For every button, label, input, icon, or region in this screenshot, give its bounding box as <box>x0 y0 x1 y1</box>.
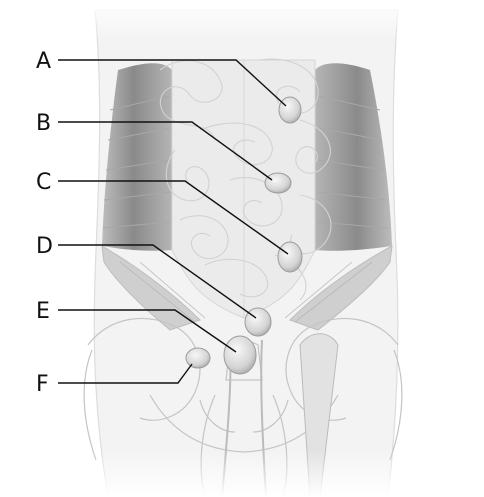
label-a: A <box>36 49 51 74</box>
hernia-a <box>279 97 301 123</box>
labels: A B C D E F <box>36 49 53 397</box>
hernia-e <box>224 336 256 374</box>
label-b: B <box>36 111 51 136</box>
label-f: F <box>36 372 49 397</box>
hernia-c <box>278 242 302 272</box>
hernia-f <box>186 348 210 368</box>
label-c: C <box>36 170 51 195</box>
label-e: E <box>36 299 50 324</box>
label-d: D <box>36 234 53 259</box>
hernia-b <box>265 173 291 193</box>
